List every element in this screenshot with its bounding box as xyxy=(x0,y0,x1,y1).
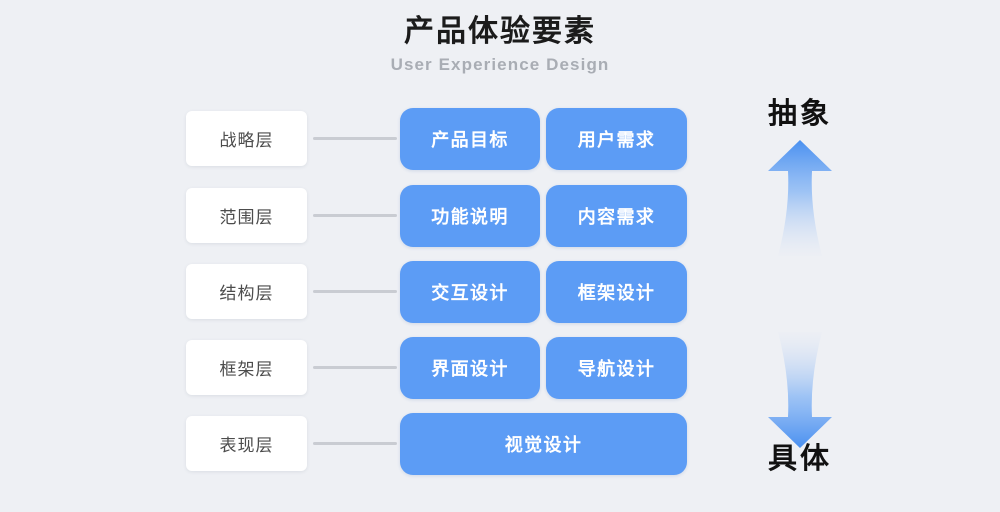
layer-chip-label: 表现层 xyxy=(219,436,274,455)
layer-chip-structure[interactable]: 结构层 xyxy=(186,264,307,319)
element-card-label: 功能说明 xyxy=(431,207,509,227)
element-card-label: 内容需求 xyxy=(577,207,656,227)
diagram-row: 框架层 界面设计 导航设计 xyxy=(0,337,1000,399)
layer-chip-label: 框架层 xyxy=(219,360,274,379)
layer-chip-skeleton[interactable]: 框架层 xyxy=(186,340,307,395)
connector-line xyxy=(313,366,397,369)
element-card-label: 导航设计 xyxy=(577,359,656,379)
diagram-row: 表现层 视觉设计 xyxy=(0,413,1000,475)
layer-chip-label: 结构层 xyxy=(219,284,274,303)
layer-chip-surface[interactable]: 表现层 xyxy=(186,416,307,471)
layer-chip-label: 战略层 xyxy=(219,131,274,150)
layer-chip-strategy[interactable]: 战略层 xyxy=(186,111,307,166)
element-card-label: 界面设计 xyxy=(431,359,509,379)
arrow-down-icon xyxy=(750,330,850,450)
connector-line xyxy=(313,290,397,293)
layer-chip-label: 范围层 xyxy=(219,208,274,227)
element-card[interactable]: 框架设计 xyxy=(546,261,687,323)
element-card[interactable]: 内容需求 xyxy=(546,185,687,247)
element-card-label: 框架设计 xyxy=(577,283,656,303)
element-card[interactable]: 交互设计 xyxy=(400,261,540,323)
layer-chip-scope[interactable]: 范围层 xyxy=(186,188,307,243)
arrow-up-icon xyxy=(750,138,850,258)
element-card[interactable]: 功能说明 xyxy=(400,185,540,247)
axis-label-abstract: 抽象 xyxy=(767,98,832,130)
diagram-row: 范围层 功能说明 内容需求 xyxy=(0,185,1000,247)
connector-line xyxy=(313,214,397,217)
diagram-row: 战略层 产品目标 用户需求 xyxy=(0,108,1000,170)
element-card-label: 交互设计 xyxy=(431,283,509,303)
element-card-label: 用户需求 xyxy=(577,130,656,150)
element-card[interactable]: 界面设计 xyxy=(400,337,540,399)
element-card[interactable]: 用户需求 xyxy=(546,108,687,170)
element-card[interactable]: 产品目标 xyxy=(400,108,540,170)
diagram-row: 结构层 交互设计 框架设计 xyxy=(0,261,1000,323)
element-card[interactable]: 导航设计 xyxy=(546,337,687,399)
page-subtitle: User Experience Design xyxy=(390,55,610,74)
element-card-label: 产品目标 xyxy=(431,130,509,150)
axis-label-concrete: 具体 xyxy=(767,443,832,475)
element-card[interactable]: 视觉设计 xyxy=(400,413,687,475)
connector-line xyxy=(313,442,397,445)
element-card-label: 视觉设计 xyxy=(504,435,583,455)
connector-line xyxy=(313,137,397,140)
page-title: 产品体验要素 xyxy=(404,15,596,48)
abstraction-axis: 抽象 xyxy=(720,90,880,490)
header: 产品体验要素 User Experience Design xyxy=(0,14,1000,77)
